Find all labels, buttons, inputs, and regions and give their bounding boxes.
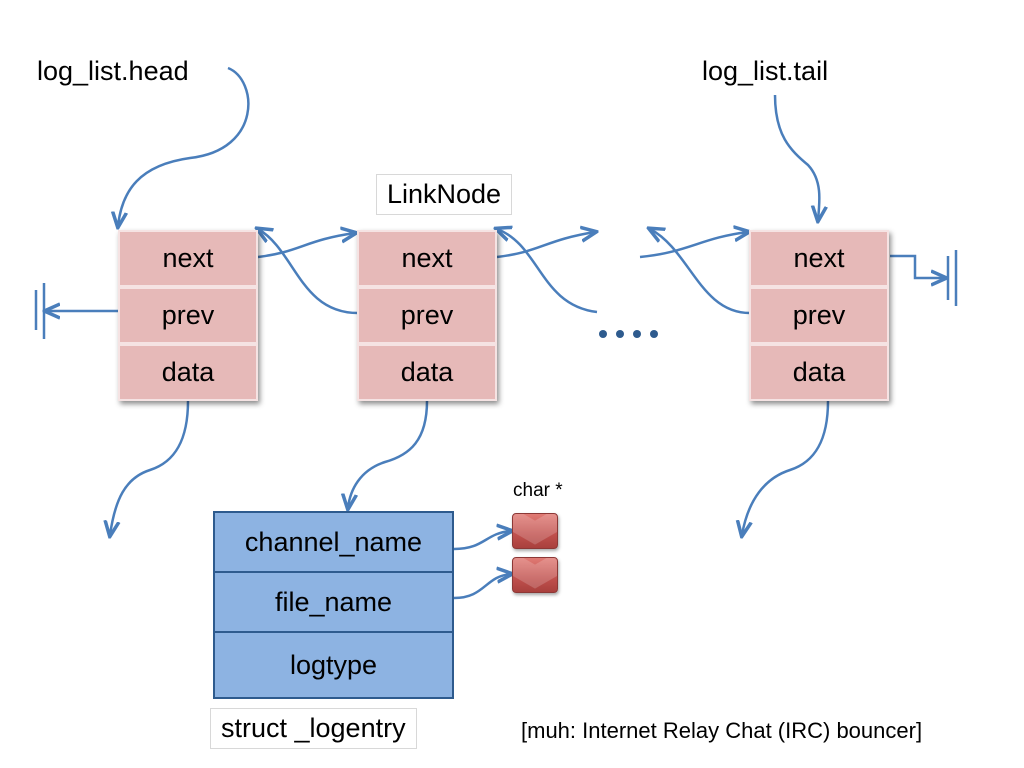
node-prev-field: prev	[749, 287, 889, 344]
head-pointer-arrow	[118, 66, 250, 226]
node1-data-arrow	[110, 400, 190, 535]
node-data-field: data	[749, 344, 889, 401]
node-data-field: data	[357, 344, 497, 401]
node3-data-arrow	[742, 400, 830, 535]
head-label: log_list.head	[37, 56, 189, 86]
struct-logtype-field: logtype	[215, 633, 452, 697]
ellipsis-next-arrow	[639, 232, 748, 259]
ellipsis-prev-arrow	[497, 229, 598, 314]
node3-next-null-arrow	[890, 254, 945, 278]
logentry-struct: channel_name file_name logtype	[213, 511, 454, 699]
struct-file-name-field: file_name	[215, 573, 452, 633]
char-pointer-label: char *	[513, 480, 563, 501]
node1-next-arrow	[257, 233, 355, 259]
link-node-tail: next prev data	[749, 230, 889, 401]
null-symbol-right	[946, 250, 958, 306]
channel-name-pointer-arrow	[453, 531, 511, 551]
char-block-file	[512, 557, 558, 593]
struct-channel-name-field: channel_name	[215, 513, 452, 573]
link-node-middle: next prev data	[357, 230, 497, 401]
node-prev-field: prev	[118, 287, 258, 344]
node-next-field: next	[118, 230, 258, 287]
link-node-head: next prev data	[118, 230, 258, 401]
node-prev-field: prev	[357, 287, 497, 344]
struct-name-label: struct _logentry	[210, 708, 417, 749]
node-next-field: next	[357, 230, 497, 287]
char-block-channel	[512, 513, 558, 549]
tail-label: log_list.tail	[702, 56, 829, 86]
node2-prev-arrow	[258, 229, 359, 315]
node-data-field: data	[118, 344, 258, 401]
linknode-label: LinkNode	[376, 174, 513, 215]
node-next-field: next	[749, 230, 889, 287]
node2-data-arrow	[348, 400, 429, 508]
file-name-pointer-arrow	[453, 574, 511, 600]
null-symbol-left	[34, 283, 46, 339]
node2-next-arrow	[496, 232, 595, 259]
ellipsis-dots	[599, 330, 658, 338]
node3-prev-arrow	[650, 229, 751, 315]
caption: [muh: Internet Relay Chat (IRC) bouncer]	[521, 718, 923, 743]
tail-pointer-arrow	[773, 94, 819, 220]
